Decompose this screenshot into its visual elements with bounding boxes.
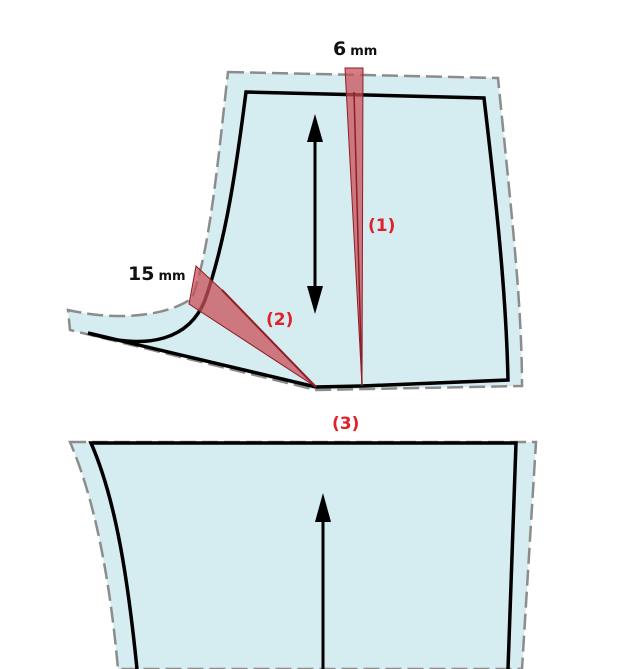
lower-piece-seam-allowance [68,440,538,669]
lower-piece-seam-line [88,441,518,669]
wedge-1-center-line [353,91,363,387]
measurement-value: 15 [128,263,155,285]
upper-piece-seam-allowance [66,70,524,392]
upper-piece-seam-line [87,90,510,389]
marker-2-label: (2) [266,310,294,330]
measurement-unit: mm [158,269,186,284]
marker-3-label: (3) [332,414,360,434]
grainline-up-arrow-icon [315,493,331,669]
grainline-double-arrow-icon [307,114,323,314]
measurement-unit: mm [350,44,378,59]
marker-1-label: (1) [368,216,396,236]
wedge-2-edge [221,289,317,388]
measurement-value: 6 [333,38,347,60]
adjustment-wedge-1 [344,67,364,387]
